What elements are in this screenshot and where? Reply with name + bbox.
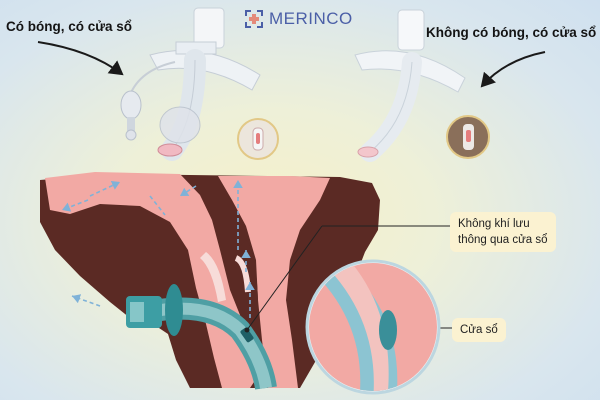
airway-pink	[45, 172, 262, 388]
callout-window: Cửa sổ	[452, 318, 506, 342]
logo-mark-icon	[245, 10, 263, 28]
cuffed-tube-image	[120, 7, 261, 161]
callout-airflow-line2: thông qua cửa sổ	[458, 234, 548, 246]
callout-airflow-line1: Không khí lưu	[458, 218, 530, 230]
merinco-logo: MERINCO	[243, 8, 353, 30]
uncuffed-tube-image	[354, 9, 466, 162]
tracheostomy-tube	[126, 284, 277, 390]
brand-name: MERINCO	[269, 9, 353, 28]
callout-airflow: Không khí lưu thông qua cửa sổ	[450, 212, 556, 252]
magnified-window-view	[305, 259, 441, 395]
label-cuffed-with-window: Có bóng, có cửa sổ	[6, 19, 133, 34]
label-uncuffed-with-window: Không có bóng, có cửa sổ	[426, 25, 597, 40]
